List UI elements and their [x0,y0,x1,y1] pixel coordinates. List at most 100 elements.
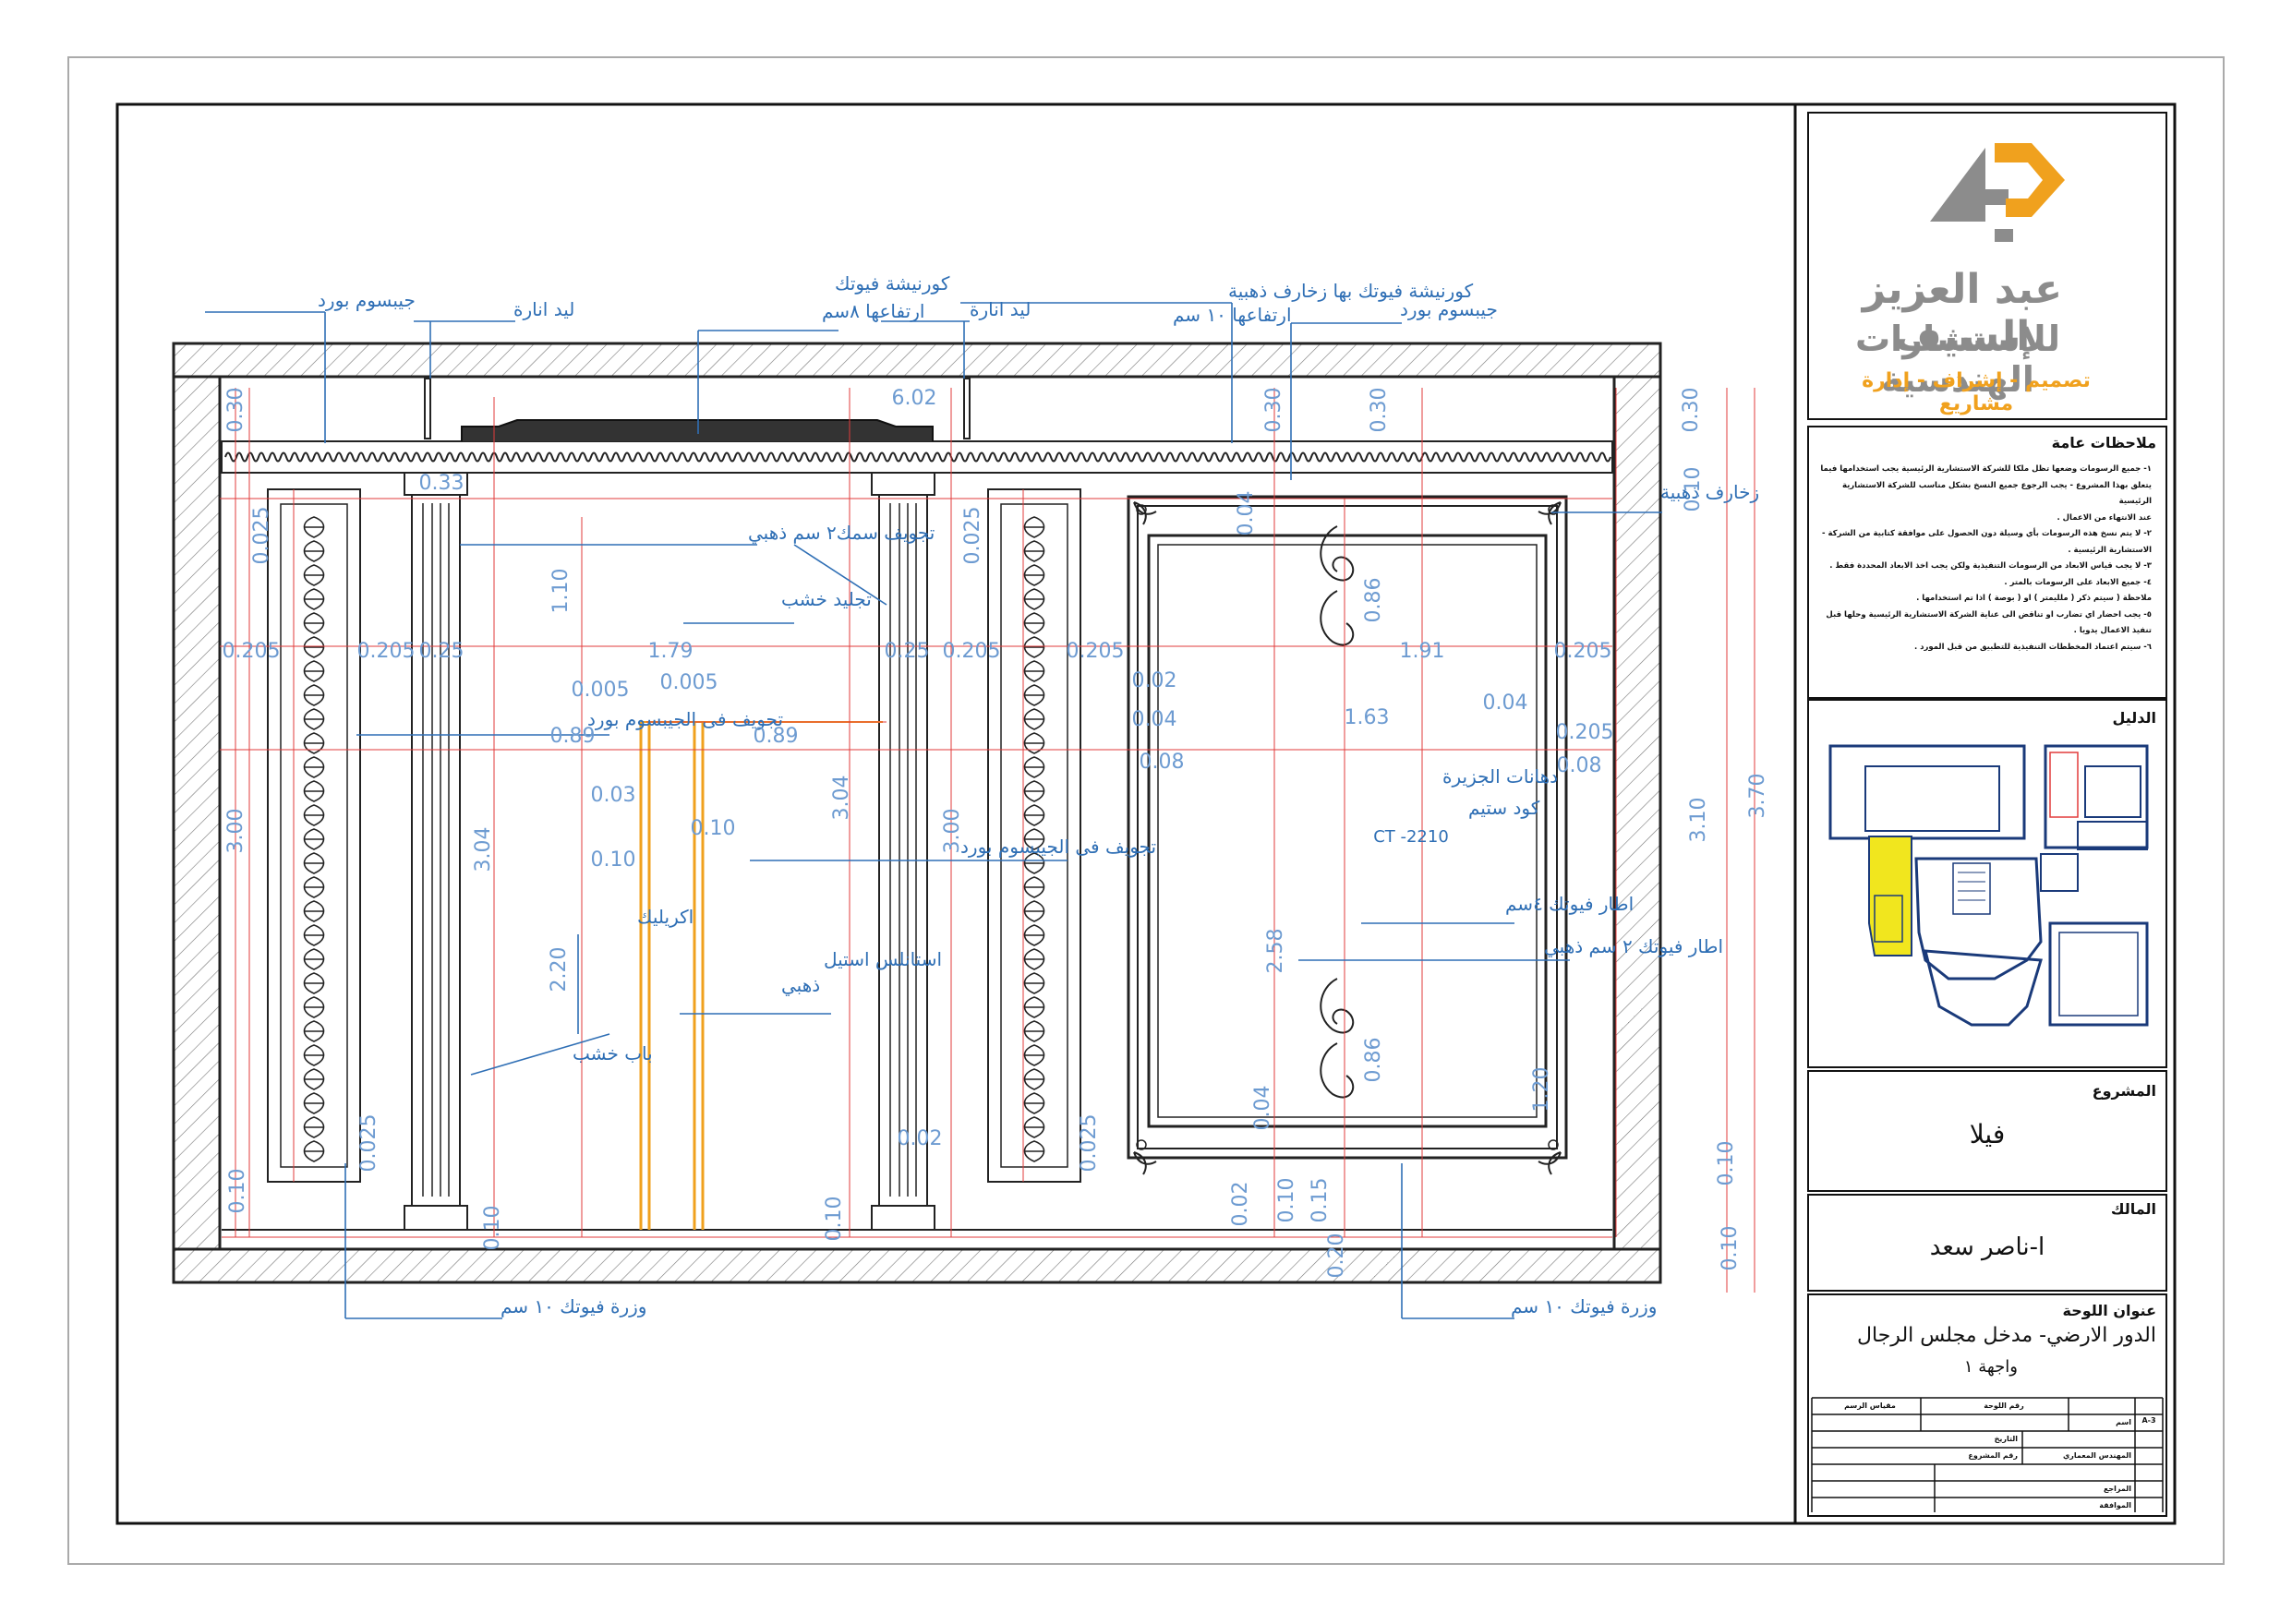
annotation-skirting_left: وزرة فيوتك ١٠ سم [501,1295,646,1317]
guide-title: الدليل [2112,709,2156,727]
note-line: عند الانتهاء من الاعمال . [2057,512,2152,523]
ornament-motif [303,1140,325,1162]
owner-label: المالك [2110,1200,2156,1218]
note-line: الاستشارية الرئيسية . [2068,545,2152,555]
ornament-motif [1023,540,1045,562]
central-soffit [461,419,934,441]
dim-d304: 3.04 [830,776,853,821]
table-sheet-code: A-3 [2141,1416,2156,1425]
project-box [1807,1070,2167,1192]
dim-d010: 0.10 [226,1169,249,1214]
dim-d089: 0.89 [550,725,596,748]
corner-rosette [1548,504,1559,515]
ornament-motif [1023,876,1045,898]
dim-d602: 6.02 [892,387,937,410]
dim-d010: 0.10 [1275,1178,1298,1223]
dim-d086: 0.86 [1362,578,1385,623]
dim-d010: 0.10 [691,817,736,840]
dim-d0205: 0.205 [1556,721,1614,744]
annotation-wood_door: باب خشب [573,1042,653,1065]
right-column [871,472,935,1231]
table-engineer: المهندس المعماري [2062,1451,2131,1460]
dim-d0205: 0.205 [223,640,281,663]
annotation-led_right: ليد انارة [970,298,1031,320]
led-strip-left [424,378,431,439]
ornament-motif [1023,1092,1045,1114]
dim-d110: 1.10 [549,569,573,614]
annotation-cornice_10_height: ارتفاعها ١٠ سم [1173,304,1292,326]
dim-d300: 3.00 [224,809,247,854]
key-plan-drawing [1828,744,2149,1027]
annotation-text: جيبسوم بورد ليد انارة كورنيشة فيوتك ارتفاعه… [223,272,1769,1317]
dim-d004: 0.04 [1132,708,1177,731]
dim-d025: 0.025 [961,507,984,565]
project-value: فيلا [1969,1119,2006,1149]
ornament-motif [303,540,325,562]
annotation-acrylic: اكريليك [637,906,694,928]
table-project-no: رقم المشروع [1968,1451,2018,1460]
sheet-label: عنوان اللوحة [2062,1302,2157,1319]
corner-rosette [1136,1139,1147,1150]
table-drawing-no: رقم اللوحة [1984,1401,2024,1410]
annotation-groove_gypsum_left: تجويف فى الجيبسوم بورد [587,708,783,730]
ornament-motif [1023,636,1045,658]
corner-rosette [1136,504,1147,515]
project-label: المشروع [2092,1082,2156,1100]
note-line: ملاحظة ( سيتم ذكر ( ملليمتر ) او ( بوصة … [1916,594,2152,603]
notes-box [1807,426,2167,699]
frame-scroll-ornaments [1320,525,1355,1099]
middle-panel-ornament [1023,516,1045,1162]
dim-d163: 1.63 [1345,706,1390,729]
ornament-motif [1023,900,1045,922]
leader-line [470,1033,610,1076]
ornament-motif [303,588,325,610]
ornament-motif [303,948,325,970]
ornament-motif [1023,828,1045,850]
ornament-motif [303,636,325,658]
dim-d030: 0.30 [1680,388,1703,433]
ornament-motif [303,684,325,706]
dim-d0015: 0.15 [1309,1178,1332,1223]
ornament-motif [1023,588,1045,610]
dim-d258: 2.58 [1264,929,1287,974]
outer-sheet-border [67,56,2225,1565]
ornament-motif [1023,708,1045,730]
dim-d002: 0.02 [1229,1182,1252,1227]
sheet-info-box [1807,1293,2167,1517]
floor-slab [172,1247,1662,1284]
wall-surface [219,376,1615,1250]
ornament-motif [1023,1044,1045,1066]
corner-ornament [1538,1151,1562,1175]
ornament-motif [303,780,325,802]
ornament-motif [1023,612,1045,634]
dim-d304: 3.04 [472,827,495,872]
note-line: ١- جميع الرسومات وضعها تظل ملكا للشركة ا… [1820,464,2152,474]
annotation-cornice_8: كورنيشة فيوتك [835,272,950,295]
annotation-steel_1: استانلس استيل [824,948,942,970]
dim-d020: 0.20 [1325,1233,1348,1279]
dim-d370: 3.70 [1746,774,1769,819]
left-column [404,472,468,1231]
company-logo-icon [1930,143,2065,242]
note-line: ٦- سيتم اعتماد المخططات التنفيذية للتطبي… [1913,642,2152,652]
scroll-ornament [1320,525,1355,646]
ornament-motif [303,828,325,850]
guide-box [1807,699,2167,1068]
dim-d002: 0.02 [1132,669,1177,692]
annotation-frame_2: اطار فيوتك ٢ سم ذهبي [1544,935,1723,958]
dim-d003: 0.03 [591,784,636,807]
note-line: يتعلق بهذا المشروع - يجب الرجوع جميع الن… [1841,480,2152,507]
ornament-motif [1023,948,1045,970]
dim-d120: 1.20 [1530,1067,1553,1113]
ornament-motif [303,804,325,826]
sheet-title-line1: الدور الارضي- مدخل مجلس الرجال [1857,1324,2156,1347]
annotation-paint_2: كود ستيم [1468,797,1540,819]
ornament-motif [303,1020,325,1042]
annotation-gypsum_left: جيبسوم بورد [318,289,416,311]
ornament-motif [303,732,325,754]
dim-d010: 0.10 [823,1197,846,1242]
elevation-drawing [172,342,1662,1284]
annotation-steel_2: ذهبي [781,974,820,997]
dim-d310: 3.10 [1687,798,1710,843]
